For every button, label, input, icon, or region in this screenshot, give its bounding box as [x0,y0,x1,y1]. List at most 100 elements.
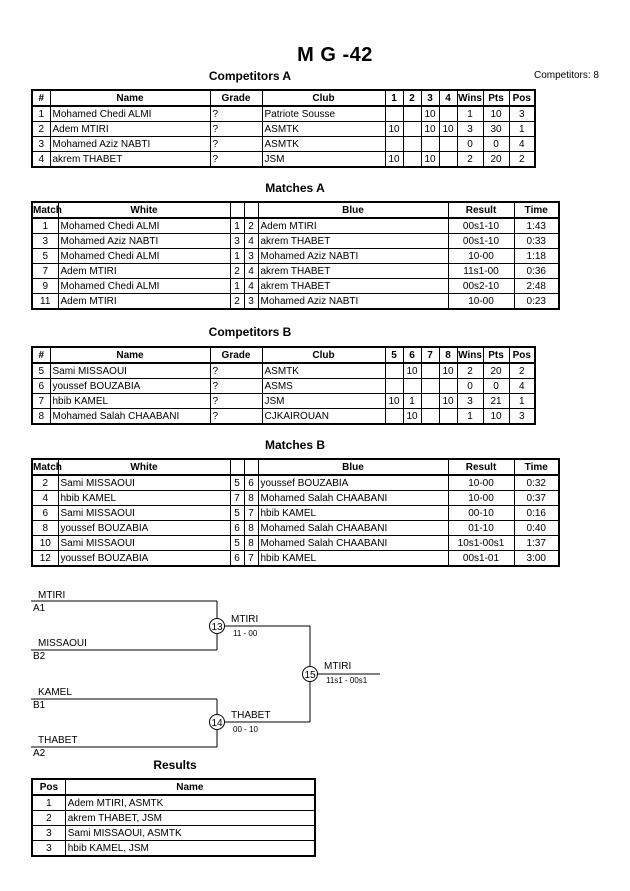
competitors-a-cell: 4 [508,136,536,152]
matches-a-col-header: Blue [257,201,449,219]
competitors-a-col-header: 1 [384,89,404,107]
results-col-header: Name [64,778,316,796]
matches-b-col-header: Result [447,458,515,476]
matches-a-heading: Matches A [265,181,325,195]
results-cell: akrem THABET, JSM [64,810,316,826]
final-score: 11s1 - 00s1 [326,676,368,685]
matches-a-cell: 00s2-10 [447,278,515,294]
bracket-slot1-seed: A1 [33,603,46,614]
semi2-match-circle [209,714,225,730]
bracket-slot3-seed: B1 [33,700,46,711]
competitors-a-col-header: # [31,89,51,107]
semi2-score: 00 - 10 [233,725,258,734]
semi1-score: 11 - 00 [233,629,258,638]
semi1-match-circle [209,618,225,634]
competitors-b-heading: Competitors B [208,325,292,339]
competitors-a-cell: Mohamed Aziz NABTI [49,136,211,152]
competitors-b-cell: CJKAIROUAN [261,408,386,425]
competitors-a-cell: 2 [508,151,536,168]
results-cell: 2 [31,810,66,826]
matches-a-cell: 0:23 [513,293,560,310]
competitors-a-heading: Competitors A [208,69,292,83]
matches-a-cell: Mohamed Chedi ALMI [57,278,231,294]
competitors-a-col-header: 3 [420,89,440,107]
competitors-a-col-header: Name [49,89,211,107]
matches-b-cell: Sami MISSAOUI [57,535,231,551]
matches-b-cell: youssef BOUZABIA [57,550,231,567]
matches-a-cell: 0:36 [513,263,560,279]
competitors-b-cell: 8 [31,408,51,425]
results-cell: 3 [31,825,66,841]
bracket-slot4-name: THABET [38,735,77,746]
competitors-a-cell: 20 [482,151,510,168]
matches-a-col-header: Time [513,201,560,219]
bracket-lines [31,600,380,748]
matches-a-cell: 10-00 [447,293,515,310]
matches-b-cell: Mohamed Salah CHAABANI [257,535,449,551]
matches-b-cell: 5 [229,535,245,551]
matches-b-cell: 8 [243,535,259,551]
matches-b-col-header: White [57,458,231,476]
page-title: M G -42 [297,44,373,66]
matches-a-cell: Mohamed Aziz NABTI [257,293,449,310]
competitors-b-cell: 1 [402,393,422,409]
results-cell: Sami MISSAOUI, ASMTK [64,825,316,841]
matches-b-cell: 0:37 [513,490,560,506]
competitors-count: Competitors: 8 [533,70,599,81]
competitors-b-cell: 3 [508,408,536,425]
results-cell: Adem MTIRI, ASMTK [64,794,316,811]
competitors-a-col-header: Pts [482,89,510,107]
results-cell: 1 [31,794,66,811]
competitors-b-cell: Mohamed Salah CHAABANI [49,408,211,425]
competitors-b-cell: 3 [456,393,484,409]
competitors-b-col-header: Pos [508,346,536,364]
bracket-slot3-name: KAMEL [38,687,72,698]
bracket-slot2-name: MISSAOUI [38,638,87,649]
competitors-a-cell: 0 [456,136,484,152]
final-match-number: 15 [304,670,316,681]
matches-b-col-header: Match [31,458,62,476]
results-cell: 3 [31,840,66,857]
semi2-winner: THABET [231,710,270,721]
semi1-match-number: 13 [211,622,223,633]
results-cell: hbib KAMEL, JSM [64,840,316,857]
matches-b-heading: Matches B [264,438,326,452]
results-col-header: Pos [31,778,66,796]
